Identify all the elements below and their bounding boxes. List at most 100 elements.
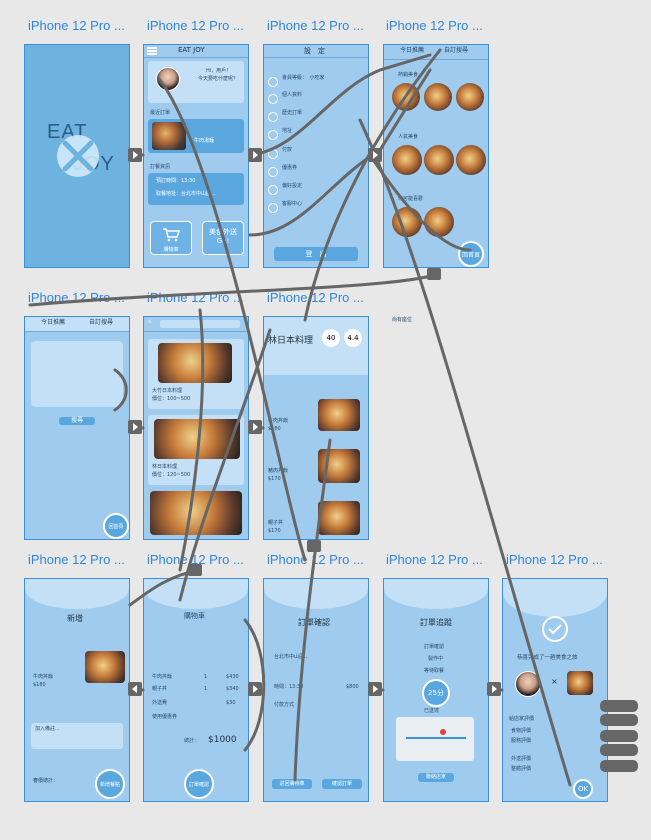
settings-item-level[interactable]: 會員等級： 小吃家 [282,75,325,81]
frame-label-results: iPhone 12 Pro ... [147,290,244,305]
user-avatar [515,671,541,697]
order-confirm-button[interactable]: 訂單確認 [184,769,214,799]
hot-dish-3[interactable] [456,83,484,111]
frame-label-done: iPhone 12 Pro ... [506,552,603,567]
ok-button[interactable]: OK [573,779,593,799]
settings-item-profile[interactable]: 個人資料 [282,92,303,98]
recent-order-image [152,122,186,150]
cart-icon [163,228,181,242]
frame-label-confirm: iPhone 12 Pro ... [267,552,364,567]
settings-item-history[interactable]: 歷史訂單 [282,110,303,116]
settings-item-payment[interactable]: 付款 [282,147,293,153]
search-tab-custom[interactable]: 自訂搜尋 [89,319,114,326]
rating-count: 40 [322,329,340,347]
delivery-map[interactable] [396,717,474,761]
back-to-cart-button[interactable]: 返回購物車 [272,779,312,789]
tab-today[interactable]: 今日推薦 [400,47,425,54]
avatar[interactable] [156,67,180,91]
add-dish-price: $180 [33,682,46,688]
cart-total-value: $1000 [208,735,237,745]
results-search-input[interactable] [160,320,240,328]
result-image-2 [154,419,240,459]
hot-dish-1[interactable] [392,83,420,111]
tracking-step-4: 已送達 [424,708,440,714]
hot-dish-2[interactable] [424,83,452,111]
support-icon [268,203,278,213]
logout-button[interactable]: 登 出 [274,247,358,261]
cart-button[interactable]: 購物車 [150,221,192,255]
rate-row-service[interactable]: 服務評價 [511,738,532,744]
greeting-name: Hi，用戶！ [206,68,232,74]
frame-label-browse: iPhone 12 Pro ... [386,18,483,33]
confirm-screen: 訂單確認 台北市中山區... 時間：13:30 $800 付款方式 返回購物車 … [263,578,369,802]
settings-item-coupons[interactable]: 優惠券 [282,165,298,171]
recent-order-card[interactable]: 牛肉湯麵 [148,119,244,153]
tracking-screen: 訂單追蹤 訂單確認 製作中 等待取餐 25分 已送達 聯絡店家 [383,578,489,802]
rate-row-delivery[interactable]: 外送評價 [511,756,532,762]
recommend-dish-1[interactable] [392,207,422,237]
frame-label-search: iPhone 12 Pro ... [28,290,125,305]
search-filters[interactable] [31,341,123,407]
add-to-cart-button[interactable]: 新增餐點 [95,769,125,799]
browse-tabs: 今日推薦 自訂搜尋 [384,45,488,60]
result-image-1 [158,343,232,383]
eta-minutes: 25分 [422,679,450,707]
back-arrow-icon[interactable]: ‹ [148,317,152,327]
search-back-home-button[interactable]: 回首頁 [103,513,129,539]
rate-row-food[interactable]: 食物評價 [511,728,532,734]
search-tabs: 今日推薦 自訂搜尋 [25,317,129,332]
cart-item-3-name: 外送費 [152,700,168,706]
confirm-address: 台北市中山區... [274,654,309,660]
dish-price-2: $170 [268,476,281,482]
result-meta-2: 價位：120~500 [152,472,191,478]
cart-header [144,579,248,609]
tracking-header [384,579,488,609]
add-dish-name: 牛肉丼飯 [33,674,54,680]
search-tab-today[interactable]: 今日推薦 [41,319,66,326]
takeout-button[interactable]: 美食外送 Go! [202,221,244,255]
takeout-button-label: 美食外送 [209,228,237,236]
restaurant-thumb [567,671,593,695]
dish-image-2[interactable] [318,449,360,483]
dish-image-1[interactable] [318,399,360,431]
contact-store-button[interactable]: 聯絡店家 [418,773,454,782]
result-card-2[interactable]: 林日本料理 價位：120~500 [148,415,244,485]
add-item-screen: 新增 牛肉丼飯 $180 加入備註... 審價總計： 新增餐點 [24,578,130,802]
result-image-3[interactable] [150,491,242,535]
splash-screen[interactable]: EAT JOY [24,44,130,268]
confirm-payment-title: 付款方式 [274,702,295,708]
coupon-icon [268,167,278,177]
menu-icon[interactable] [147,47,157,49]
add-subtotal-label: 審價總計： [33,778,59,784]
popular-dish-1[interactable] [392,145,422,175]
greeting-question: 今天要吃什麼呢？ [198,76,239,82]
tab-custom-search[interactable]: 自訂搜尋 [444,47,469,54]
settings-item-preferences[interactable]: 偏好設定 [282,183,303,189]
settings-item-address[interactable]: 地址 [282,128,293,134]
cart-title: 購物車 [184,612,205,620]
confirm-title: 訂單確認 [298,618,330,627]
section-hot: 熱銷美食 [398,72,419,78]
back-home-button[interactable]: 回首頁 [458,241,484,267]
add-title: 新增 [67,614,83,623]
confirm-header [264,579,368,609]
settings-item-support[interactable]: 客服中心 [282,201,303,207]
card-icon [268,149,278,159]
popular-dish-2[interactable] [424,145,454,175]
recommend-dish-2[interactable] [424,207,454,237]
cart-coupon-link[interactable]: 使用優惠券 [152,714,178,720]
tracking-step-3: 等待取餐 [424,668,445,674]
result-name-2: 林日本料理 [152,464,178,470]
search-button[interactable]: 搜尋 [59,417,95,425]
add-note-field[interactable]: 加入備註... [31,723,123,749]
section-popular: 人氣美食 [398,134,419,140]
dish-image-3[interactable] [318,501,360,535]
order-info-card[interactable]: 預訂時間：13:30 取餐地址：台北市中山區... [148,173,244,205]
submit-order-button[interactable]: 確認訂單 [322,779,362,789]
rate-row-overall[interactable]: 整體評價 [511,766,532,772]
recent-orders-title: 最近訂單 [150,110,171,116]
profile-icon [268,94,278,104]
result-card-1[interactable]: 大竹日本料理 價位：100~500 [148,339,244,409]
popular-dish-3[interactable] [456,145,486,175]
dish-price-1: $180 [268,426,281,432]
